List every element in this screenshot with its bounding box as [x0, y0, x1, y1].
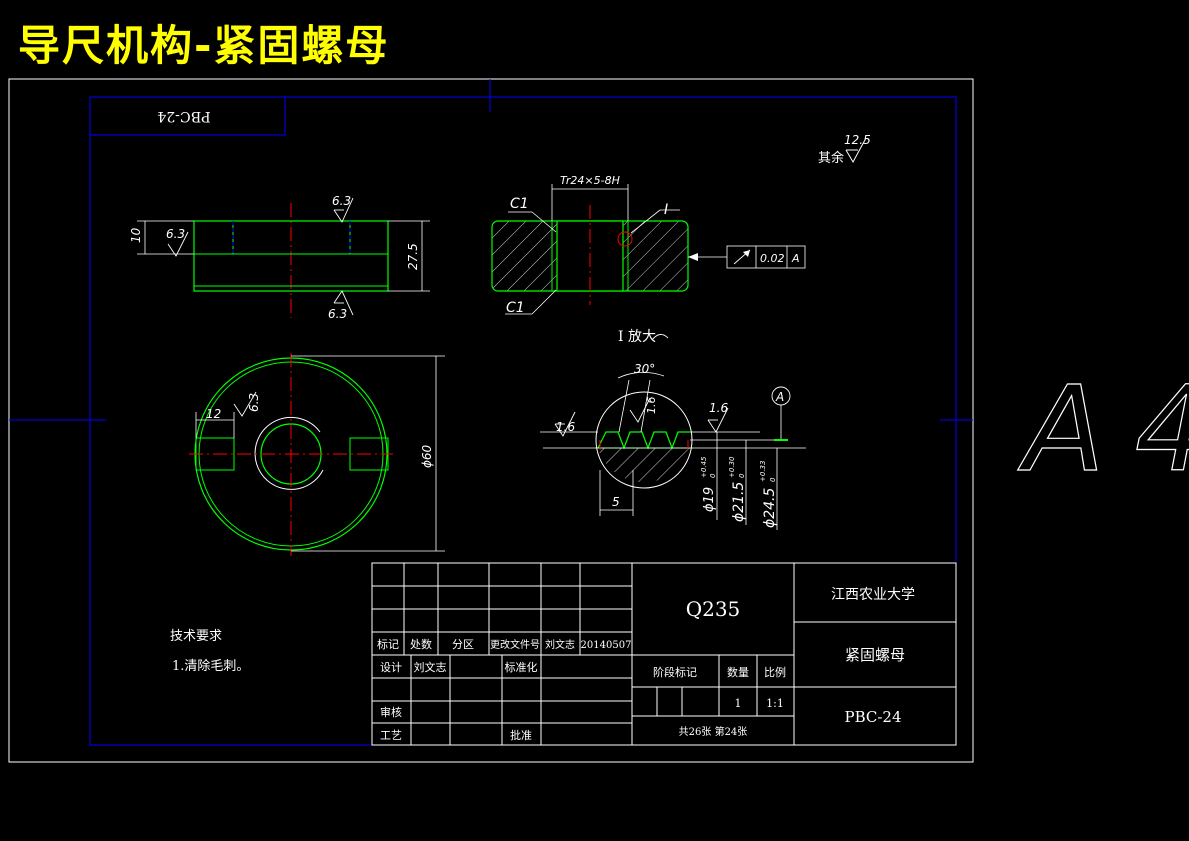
tb-label-std: 标准化 [505, 660, 538, 674]
tb-label-qty: 数量 [727, 666, 749, 679]
surface-other-label: 其余 [818, 150, 844, 166]
sheet-size-label: A4 [1017, 360, 1189, 498]
tb-label-scale: 比例 [764, 665, 786, 679]
tb-date: 20140507 [581, 640, 632, 651]
tb-author-name: 刘文志 [545, 638, 575, 651]
dim-phi-21-5-tol-up: +0.30 [728, 456, 736, 478]
roughness-detail-1: 1.6 [556, 420, 575, 434]
dim-phi-24-5: ϕ24.5 [762, 488, 778, 529]
tb-label-zone: 分区 [452, 638, 474, 651]
outer-frame [8, 78, 974, 763]
chamfer-bottom: C1 [506, 300, 525, 316]
dim-phi-19-tol-low: 0 [709, 473, 717, 478]
datum-label: A [775, 390, 784, 404]
dim-phi-21-5-tol-low: 0 [738, 473, 746, 478]
tb-code: PBC-24 [844, 708, 901, 726]
dim-phi-19-tol-up: +0.45 [700, 456, 708, 478]
roughness-symbol-other [845, 137, 867, 164]
section-view [491, 184, 806, 315]
tb-label-approve: 批准 [510, 728, 532, 742]
dim-12: 12 [206, 407, 221, 421]
tech-title: 技术要求 [170, 629, 222, 644]
roughness-detail-3: 1.6 [645, 397, 658, 415]
roughness-detail-2: 1.6 [709, 401, 728, 415]
tb-designer: 刘文志 [414, 660, 447, 674]
dim-angle-30: 30° [634, 362, 655, 376]
tb-label-mark: 标记 [377, 637, 399, 651]
tb-sheets: 共26张 第24张 [679, 725, 748, 738]
dim-phi-24-5-tol-up: +0.33 [759, 461, 767, 482]
top-view [189, 353, 445, 556]
roughness-front-bottom: 6.3 [328, 307, 347, 321]
detail-mark: I [664, 202, 668, 218]
gdt-tolerance: 0.02 [760, 252, 785, 265]
dim-phi-24-5-tol-low: 0 [769, 477, 777, 482]
tb-qty: 1 [735, 697, 742, 710]
tb-material: Q235 [686, 597, 741, 621]
dim-phi-21-5: ϕ21.5 [731, 482, 747, 523]
gdt-datum-ref: A [791, 252, 800, 265]
dim-thread: Tr24×5-8H [560, 174, 620, 187]
surface-other-value: 12.5 [844, 133, 871, 147]
roughness-front-top: 6.3 [332, 194, 351, 208]
page-title: 导尺机构-紧固螺母 [18, 21, 390, 70]
dim-10: 10 [129, 227, 143, 243]
dim-phi-19: ϕ19 [702, 487, 717, 512]
detail-view [540, 372, 806, 530]
tb-part-name: 紧固螺母 [845, 646, 905, 664]
tb-school: 江西农业大学 [831, 587, 915, 603]
dim-60: ϕ60 [420, 444, 434, 468]
tb-label-stage: 阶段标记 [653, 665, 697, 679]
stamp-box [89, 96, 286, 136]
roughness-top-slot: 6.3 [247, 393, 261, 412]
tech-item-1: 1.清除毛刺。 [172, 659, 249, 674]
dim-5: 5 [612, 495, 620, 509]
stamp-code-mirrored: PBC-24 [157, 108, 210, 124]
title-block-lines [371, 562, 957, 746]
tb-label-design: 设计 [380, 661, 402, 674]
chamfer-top: C1 [510, 196, 529, 212]
detail-title: I 放大 [618, 329, 656, 345]
dim-27-5: 27.5 [406, 243, 420, 270]
tb-label-change: 更改文件号 [490, 638, 540, 651]
detail-title-arc [651, 334, 669, 341]
tb-label-count: 处数 [410, 638, 432, 651]
tb-label-process: 工艺 [380, 729, 402, 742]
tb-scale: 1:1 [766, 697, 784, 710]
roughness-front-left: 6.3 [166, 227, 185, 241]
front-view [137, 197, 430, 318]
tb-label-check: 审核 [380, 705, 402, 719]
